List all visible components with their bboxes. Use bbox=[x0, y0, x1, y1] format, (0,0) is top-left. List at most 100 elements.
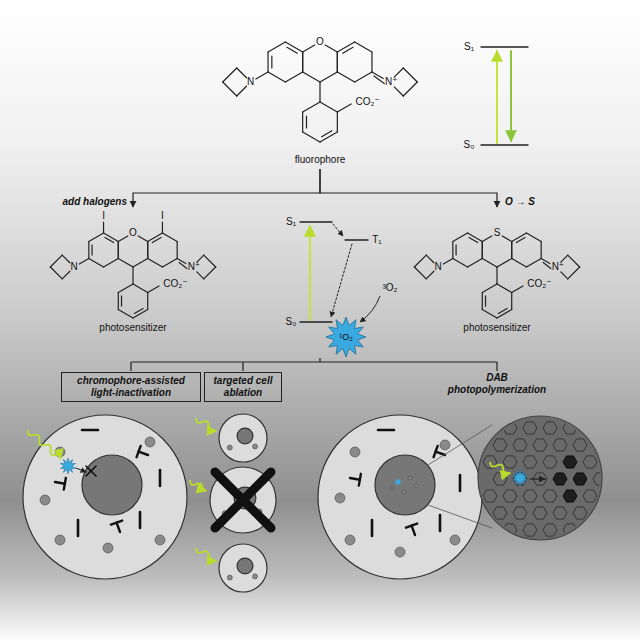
atom-label: I bbox=[102, 210, 105, 222]
dab-monomer bbox=[513, 507, 527, 519]
bond bbox=[148, 233, 163, 242]
double-bond bbox=[287, 47, 297, 53]
bond bbox=[50, 267, 62, 279]
dab-monomer bbox=[563, 524, 577, 536]
state-label: S₁ bbox=[286, 216, 296, 228]
membrane-fragment bbox=[371, 520, 374, 536]
bond bbox=[403, 82, 417, 96]
atom-label: N bbox=[434, 261, 441, 273]
bond bbox=[426, 255, 434, 263]
bond bbox=[320, 102, 337, 112]
dab-monomer bbox=[553, 439, 567, 451]
compound-name: photosensitizer bbox=[99, 322, 166, 334]
bond bbox=[355, 42, 372, 52]
atom-label: N bbox=[70, 261, 77, 273]
bond bbox=[118, 242, 119, 259]
polymerized-dab bbox=[563, 456, 577, 468]
bond bbox=[512, 286, 523, 292]
bond bbox=[337, 104, 351, 112]
double-bond bbox=[306, 116, 307, 128]
bond bbox=[118, 293, 119, 310]
polymerized-dab bbox=[563, 490, 577, 502]
receptor-symbol bbox=[64, 478, 66, 490]
photosensitizer-burst bbox=[60, 458, 75, 474]
bond bbox=[512, 233, 527, 242]
dab-monomer bbox=[493, 507, 507, 519]
bond bbox=[303, 132, 320, 142]
energy-level bbox=[300, 221, 332, 222]
receptor-symbol bbox=[412, 526, 415, 535]
bond bbox=[337, 52, 338, 72]
dab-monomer bbox=[523, 524, 537, 536]
polymerized-dab bbox=[553, 473, 567, 485]
receptor-symbol bbox=[117, 523, 120, 532]
bond bbox=[223, 82, 237, 96]
organelle bbox=[395, 547, 405, 557]
double-bond bbox=[271, 56, 272, 68]
bond bbox=[497, 259, 512, 268]
organelle bbox=[345, 535, 355, 545]
bond bbox=[337, 42, 354, 52]
state-label: T₁ bbox=[372, 234, 381, 246]
dab-monomer bbox=[583, 490, 597, 502]
bond bbox=[414, 267, 426, 279]
energy-level bbox=[300, 321, 332, 322]
organelle bbox=[55, 535, 65, 545]
dab-monomer bbox=[513, 439, 527, 451]
branch-connector bbox=[320, 169, 497, 207]
bond bbox=[468, 233, 483, 242]
branch-connector bbox=[133, 169, 320, 207]
dab-monomer bbox=[503, 490, 517, 502]
atom-label: O bbox=[316, 36, 324, 48]
dab-monomer bbox=[563, 422, 577, 434]
energy-level bbox=[481, 46, 528, 47]
bond bbox=[237, 86, 247, 96]
bond bbox=[237, 68, 247, 78]
polymerized-dab bbox=[573, 473, 587, 485]
double-bond bbox=[152, 238, 161, 243]
bond bbox=[482, 310, 497, 319]
application-label: targeted cell ablation bbox=[210, 375, 276, 399]
inactivation-arrow bbox=[76, 468, 86, 472]
bond bbox=[482, 242, 483, 259]
dab-monomer bbox=[593, 507, 607, 519]
dab-monomer bbox=[503, 524, 517, 536]
dab-monomer bbox=[533, 439, 547, 451]
dab-monomer bbox=[583, 422, 597, 434]
bond bbox=[482, 259, 497, 268]
organelle bbox=[253, 444, 258, 449]
bond bbox=[512, 259, 527, 268]
state-label: S₀ bbox=[464, 139, 475, 151]
branch-line bbox=[131, 358, 497, 371]
bond bbox=[511, 242, 512, 259]
zoom-circle bbox=[478, 416, 602, 540]
bond bbox=[223, 68, 237, 82]
nucleus bbox=[237, 558, 253, 574]
bond bbox=[88, 242, 89, 259]
bond bbox=[197, 272, 204, 279]
bond bbox=[268, 72, 285, 82]
organelle bbox=[402, 490, 406, 494]
cell-outline bbox=[23, 415, 187, 579]
bond bbox=[285, 42, 302, 52]
bond bbox=[568, 255, 580, 267]
bond bbox=[453, 259, 468, 268]
double-bond bbox=[498, 308, 507, 313]
bond bbox=[302, 112, 303, 132]
inactivated-mark bbox=[86, 466, 96, 476]
bond bbox=[511, 242, 512, 259]
bond bbox=[62, 255, 70, 263]
atom-label: CO₂⁻ bbox=[356, 96, 380, 108]
dab-monomer bbox=[583, 524, 597, 536]
organelle bbox=[414, 484, 418, 488]
bond bbox=[319, 82, 320, 102]
inactivated-mark bbox=[86, 466, 96, 476]
receptor-symbol bbox=[406, 524, 417, 528]
organelle bbox=[155, 535, 165, 545]
organelle bbox=[390, 486, 393, 489]
zoom-line bbox=[428, 505, 492, 528]
membrane-fragment bbox=[378, 429, 394, 432]
